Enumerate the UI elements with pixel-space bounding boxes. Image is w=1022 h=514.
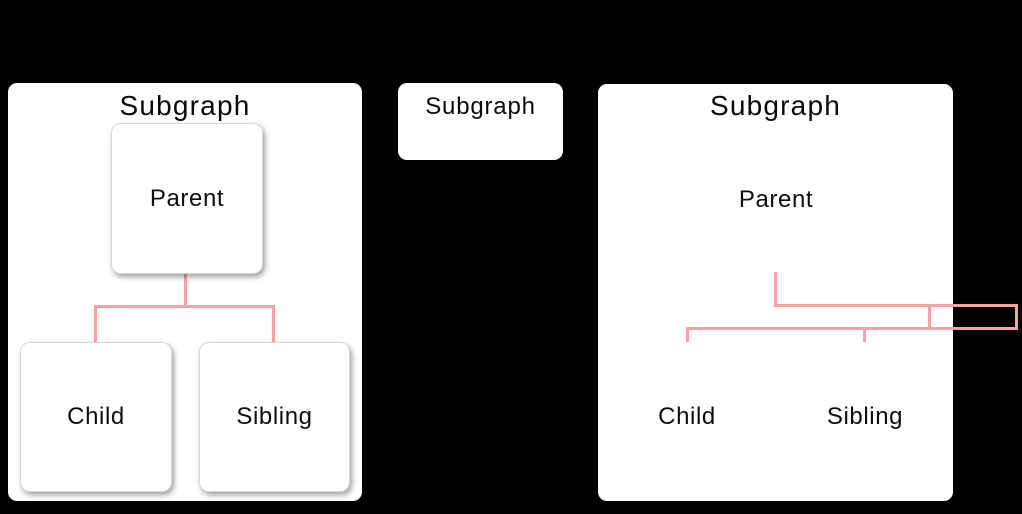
node-left-child-label: Child (67, 403, 125, 430)
subgraph-left-title: Subgraph (119, 90, 251, 121)
edge-right-bottom-run (686, 327, 1018, 330)
node-left-sibling: Sibling (199, 342, 350, 492)
node-right-child-label: Child (658, 403, 716, 430)
node-left-parent: Parent (111, 123, 263, 274)
node-right-sibling-label: Sibling (826, 403, 904, 430)
edge-left-split-bar (94, 305, 275, 308)
edge-right-drop-child (686, 327, 689, 342)
edge-right-mid-connector (928, 304, 931, 330)
edge-left-parent-stem (184, 272, 187, 308)
subgraph-middle-title: Subgraph (425, 93, 536, 120)
node-left-sibling-label: Sibling (236, 403, 313, 430)
edge-right-top-run (774, 304, 1018, 307)
node-left-child: Child (20, 342, 172, 492)
node-left-parent-label: Parent (149, 184, 225, 212)
edge-left-drop-sibling (272, 305, 275, 342)
node-right-parent-label: Parent (738, 186, 814, 213)
subgraph-middle (398, 83, 563, 160)
edge-right-outer-connector (1015, 304, 1018, 330)
edge-left-drop-child (94, 305, 97, 342)
edge-right-parent-stem (774, 272, 777, 307)
subgraph-right-title: Subgraph (709, 90, 842, 121)
edge-right-drop-sibling (863, 327, 866, 342)
